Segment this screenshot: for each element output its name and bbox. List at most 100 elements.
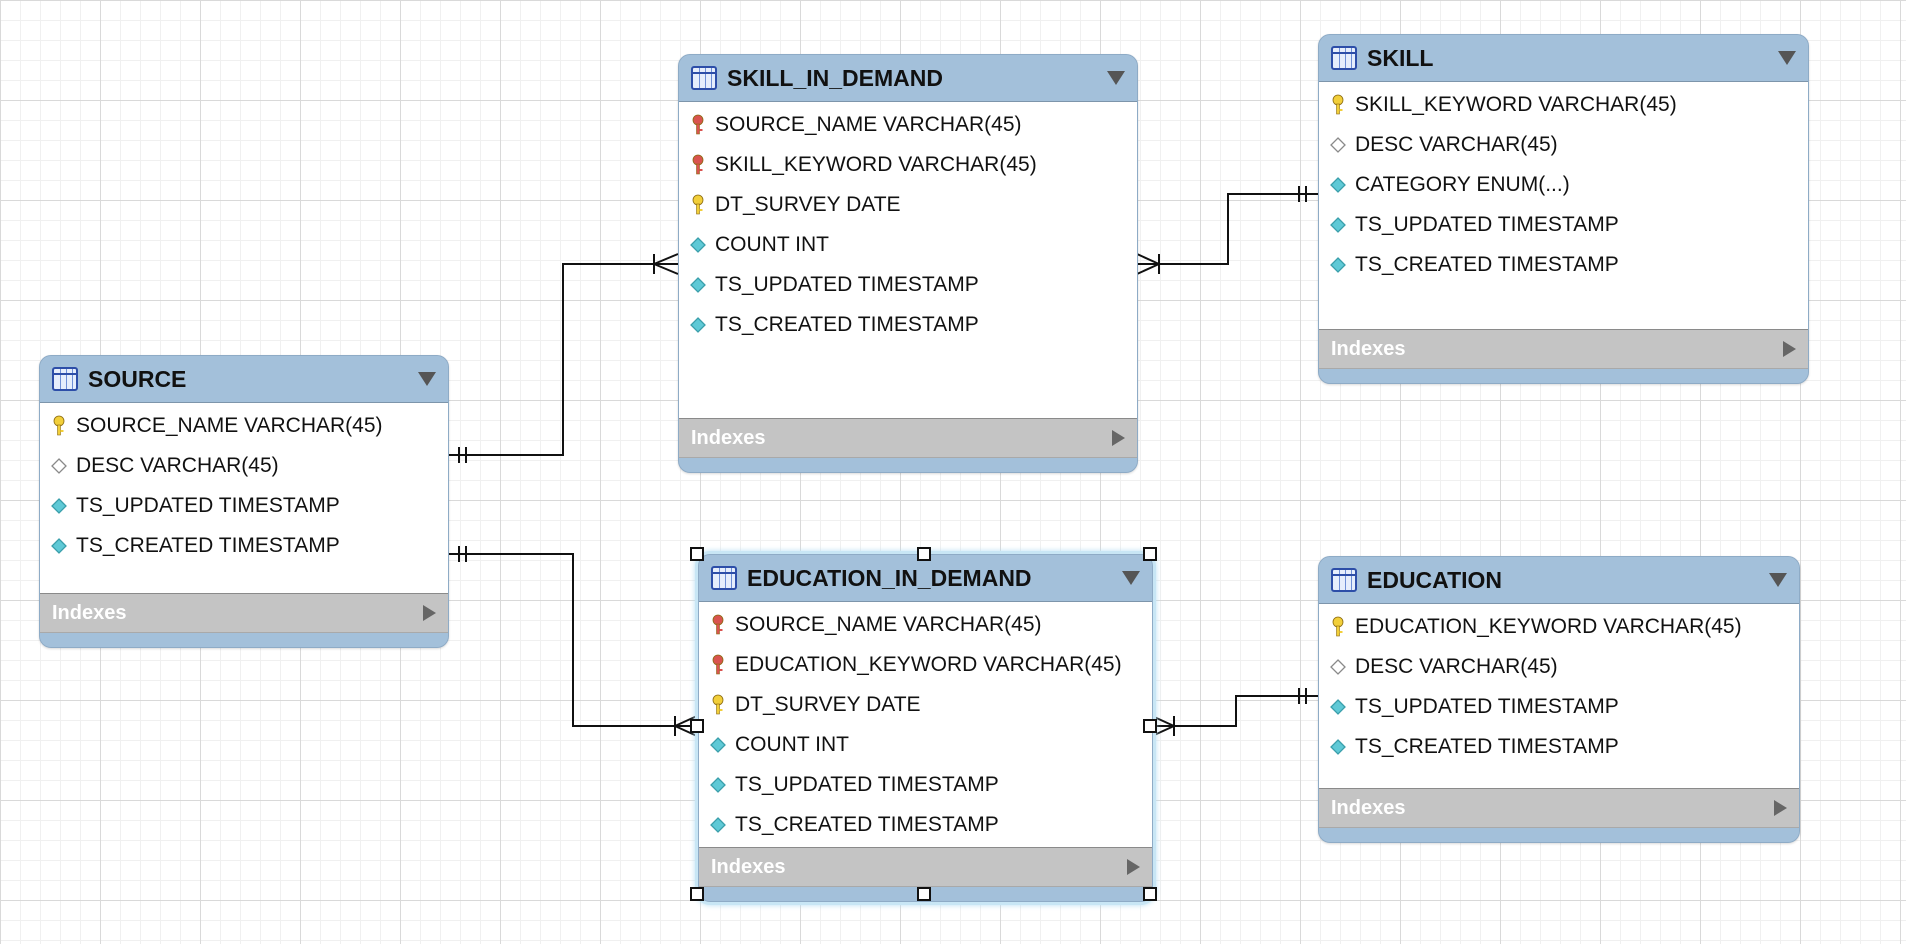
not-null-column-icon xyxy=(1329,696,1347,718)
not-null-column-icon xyxy=(689,274,707,296)
indexes-section[interactable]: Indexes xyxy=(1319,330,1808,369)
indexes-section[interactable]: Indexes xyxy=(679,419,1137,458)
table-footer xyxy=(1319,828,1799,842)
table-footer xyxy=(679,458,1137,472)
collapse-arrow-icon[interactable] xyxy=(1122,571,1140,585)
not-null-column-icon xyxy=(50,535,68,557)
column-row[interactable]: TS_UPDATED TIMESTAMP xyxy=(40,486,448,526)
resize-handle-bottom-left[interactable] xyxy=(690,887,704,901)
column-row[interactable]: DESC VARCHAR(45) xyxy=(1319,647,1799,687)
column-label: EDUCATION_KEYWORD VARCHAR(45) xyxy=(1355,615,1742,638)
table-header[interactable]: EDUCATION_IN_DEMAND xyxy=(699,555,1152,601)
expand-arrow-icon[interactable] xyxy=(1112,430,1125,446)
column-row[interactable]: DESC VARCHAR(45) xyxy=(40,446,448,486)
table-header[interactable]: SKILL xyxy=(1319,35,1808,81)
foreign-key-icon xyxy=(689,154,707,176)
table-education[interactable]: EDUCATION EDUCATION_KEYWORD VARCHAR(45) D… xyxy=(1318,556,1800,843)
column-row[interactable]: TS_CREATED TIMESTAMP xyxy=(40,526,448,566)
expand-arrow-icon[interactable] xyxy=(1127,859,1140,875)
column-label: TS_UPDATED TIMESTAMP xyxy=(76,494,340,517)
collapse-arrow-icon[interactable] xyxy=(1778,51,1796,65)
resize-handle-bottom-center[interactable] xyxy=(917,887,931,901)
collapse-arrow-icon[interactable] xyxy=(418,372,436,386)
table-header[interactable]: SKILL_IN_DEMAND xyxy=(679,55,1137,101)
relationship-source-education-in-demand[interactable] xyxy=(449,546,698,737)
column-row[interactable]: SOURCE_NAME VARCHAR(45) xyxy=(40,406,448,446)
column-label: CATEGORY ENUM(...) xyxy=(1355,173,1570,196)
resize-handle-bottom-right[interactable] xyxy=(1143,887,1157,901)
column-label: SOURCE_NAME VARCHAR(45) xyxy=(735,613,1042,636)
not-null-column-icon xyxy=(1329,254,1347,276)
column-row[interactable]: SKILL_KEYWORD VARCHAR(45) xyxy=(1319,85,1808,125)
table-skill-in-demand[interactable]: SKILL_IN_DEMAND SOURCE_NAME VARCHAR(45)S… xyxy=(678,54,1138,473)
resize-handle-top-right[interactable] xyxy=(1143,547,1157,561)
nullable-column-icon xyxy=(1329,656,1347,678)
column-row[interactable]: SOURCE_NAME VARCHAR(45) xyxy=(679,105,1137,145)
table-title: SKILL xyxy=(1367,44,1434,71)
collapse-arrow-icon[interactable] xyxy=(1769,573,1787,587)
column-label: COUNT INT xyxy=(735,733,849,756)
column-row[interactable]: COUNT INT xyxy=(699,725,1152,765)
column-label: COUNT INT xyxy=(715,233,829,256)
column-row[interactable]: SOURCE_NAME VARCHAR(45) xyxy=(699,605,1152,645)
resize-handle-top-center[interactable] xyxy=(917,547,931,561)
column-row[interactable]: SKILL_KEYWORD VARCHAR(45) xyxy=(679,145,1137,185)
column-row[interactable]: DESC VARCHAR(45) xyxy=(1319,125,1808,165)
column-label: TS_CREATED TIMESTAMP xyxy=(715,313,979,336)
collapse-arrow-icon[interactable] xyxy=(1107,71,1125,85)
relationship-source-skill-in-demand[interactable] xyxy=(449,253,679,463)
expand-arrow-icon[interactable] xyxy=(1774,800,1787,816)
nullable-column-icon xyxy=(1329,134,1347,156)
column-label: TS_UPDATED TIMESTAMP xyxy=(1355,213,1619,236)
not-null-column-icon xyxy=(50,495,68,517)
indexes-section[interactable]: Indexes xyxy=(699,848,1152,887)
column-row[interactable]: TS_UPDATED TIMESTAMP xyxy=(679,265,1137,305)
nullable-column-icon xyxy=(50,455,68,477)
resize-handle-top-left[interactable] xyxy=(690,547,704,561)
table-icon xyxy=(711,566,737,590)
table-source[interactable]: SOURCE SOURCE_NAME VARCHAR(45) DESC VARCH… xyxy=(39,355,449,648)
column-row[interactable]: TS_UPDATED TIMESTAMP xyxy=(1319,687,1799,727)
indexes-label: Indexes xyxy=(1331,796,1406,819)
column-label: TS_UPDATED TIMESTAMP xyxy=(1355,695,1619,718)
column-row[interactable]: TS_CREATED TIMESTAMP xyxy=(1319,245,1808,285)
column-list: SKILL_KEYWORD VARCHAR(45)DESC VARCHAR(45… xyxy=(1319,81,1808,330)
column-label: DESC VARCHAR(45) xyxy=(1355,655,1558,678)
table-education-in-demand[interactable]: EDUCATION_IN_DEMAND SOURCE_NAME VARCHAR(… xyxy=(698,554,1153,902)
column-row[interactable]: COUNT INT xyxy=(679,225,1137,265)
primary-key-icon xyxy=(50,415,68,437)
primary-key-icon xyxy=(709,694,727,716)
column-row[interactable]: TS_UPDATED TIMESTAMP xyxy=(699,765,1152,805)
column-row[interactable]: TS_CREATED TIMESTAMP xyxy=(1319,727,1799,767)
indexes-section[interactable]: Indexes xyxy=(40,594,448,633)
column-row[interactable]: TS_CREATED TIMESTAMP xyxy=(679,305,1137,345)
column-row[interactable]: TS_UPDATED TIMESTAMP xyxy=(1319,205,1808,245)
indexes-section[interactable]: Indexes xyxy=(1319,789,1799,828)
expand-arrow-icon[interactable] xyxy=(423,605,436,621)
column-label: SOURCE_NAME VARCHAR(45) xyxy=(76,414,383,437)
column-row[interactable]: DT_SURVEY DATE xyxy=(699,685,1152,725)
column-label: DT_SURVEY DATE xyxy=(735,693,921,716)
table-icon xyxy=(1331,46,1357,70)
column-row[interactable]: TS_CREATED TIMESTAMP xyxy=(699,805,1152,845)
column-row[interactable]: CATEGORY ENUM(...) xyxy=(1319,165,1808,205)
not-null-column-icon xyxy=(1329,214,1347,236)
relationship-skill-skill-in-demand[interactable] xyxy=(1136,186,1318,275)
table-header[interactable]: EDUCATION xyxy=(1319,557,1799,603)
column-row[interactable]: DT_SURVEY DATE xyxy=(679,185,1137,225)
table-header[interactable]: SOURCE xyxy=(40,356,448,402)
indexes-label: Indexes xyxy=(711,855,786,878)
column-row[interactable]: EDUCATION_KEYWORD VARCHAR(45) xyxy=(1319,607,1799,647)
foreign-key-icon xyxy=(689,114,707,136)
column-label: DT_SURVEY DATE xyxy=(715,193,901,216)
primary-key-icon xyxy=(1329,616,1347,638)
column-list: SOURCE_NAME VARCHAR(45)SKILL_KEYWORD VAR… xyxy=(679,101,1137,419)
column-row[interactable]: EDUCATION_KEYWORD VARCHAR(45) xyxy=(699,645,1152,685)
expand-arrow-icon[interactable] xyxy=(1783,341,1796,357)
resize-handle-middle-left[interactable] xyxy=(690,719,704,733)
relationship-education-education-in-demand[interactable] xyxy=(1151,688,1318,737)
table-skill[interactable]: SKILL SKILL_KEYWORD VARCHAR(45)DESC VARC… xyxy=(1318,34,1809,384)
indexes-label: Indexes xyxy=(1331,337,1406,360)
resize-handle-middle-right[interactable] xyxy=(1143,719,1157,733)
